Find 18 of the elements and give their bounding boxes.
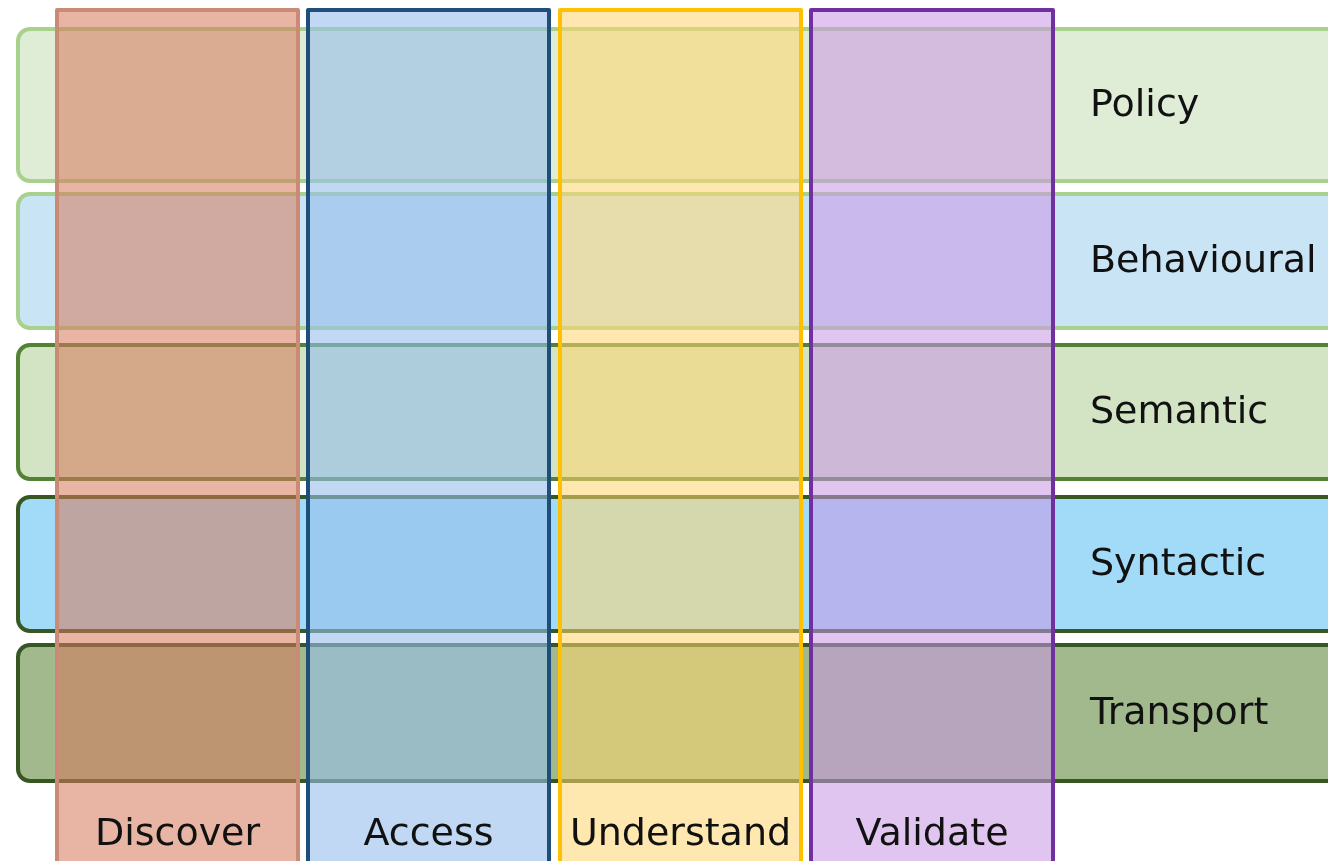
layer-band bbox=[16, 343, 1328, 481]
layer-label: Behavioural bbox=[1090, 240, 1317, 278]
layer-band bbox=[16, 192, 1328, 330]
layer-label: Transport bbox=[1090, 692, 1269, 730]
stage-label: Validate bbox=[854, 813, 1010, 851]
stage-label: Access bbox=[362, 813, 495, 851]
layer-label: Semantic bbox=[1090, 391, 1269, 429]
layer-band bbox=[16, 643, 1328, 783]
stage-column bbox=[306, 8, 551, 861]
stage-column bbox=[558, 8, 803, 861]
layer-label: Policy bbox=[1090, 84, 1200, 122]
stage-column bbox=[809, 8, 1055, 861]
stage-label: Discover bbox=[93, 813, 262, 851]
stage-label: Understand bbox=[568, 813, 793, 851]
stage-column bbox=[55, 8, 300, 861]
layer-band bbox=[16, 27, 1328, 183]
layer-label: Syntactic bbox=[1090, 543, 1267, 581]
layer-band bbox=[16, 495, 1328, 633]
